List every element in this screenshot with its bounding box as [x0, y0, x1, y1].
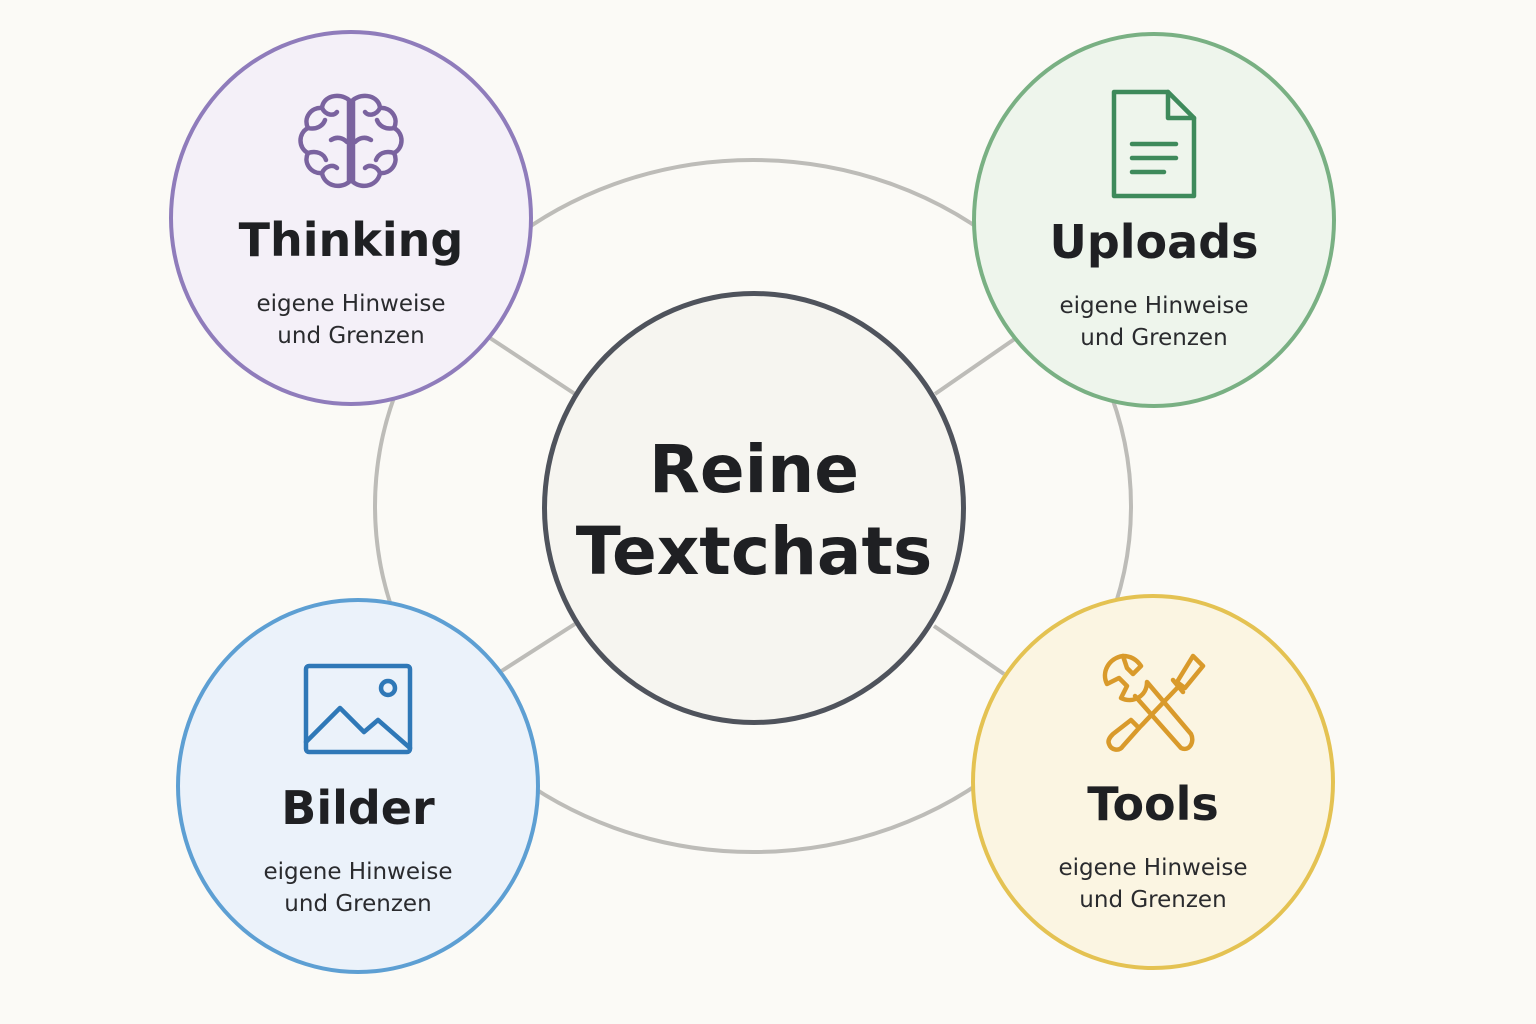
node-subtitle: eigene Hinweise und Grenzen	[263, 856, 452, 920]
center-node: Reine Textchats	[542, 291, 966, 725]
node-tools: Tools eigene Hinweise und Grenzen	[971, 594, 1335, 970]
wrench-screwdriver-icon	[1093, 646, 1213, 766]
node-title: Uploads	[1049, 215, 1259, 269]
node-subtitle-line1: eigene Hinweise	[1058, 855, 1248, 881]
node-subtitle-line1: eigene Hinweise	[1059, 293, 1249, 319]
node-subtitle-line2: und Grenzen	[277, 323, 425, 349]
node-subtitle-line2: und Grenzen	[1080, 325, 1228, 351]
node-subtitle-line2: und Grenzen	[1079, 887, 1227, 913]
node-thinking: Thinking eigene Hinweise und Grenzen	[169, 30, 533, 406]
outer-ring	[373, 158, 1133, 854]
connector-thinking	[488, 336, 577, 396]
node-subtitle-line2: und Grenzen	[284, 891, 432, 917]
node-title: Thinking	[238, 213, 464, 267]
connector-bilder	[498, 620, 580, 674]
connector-uploads	[933, 336, 1018, 396]
node-title: Bilder	[281, 781, 435, 835]
center-title-line2: Textchats	[575, 513, 933, 590]
node-title: Tools	[1087, 777, 1219, 831]
node-subtitle-line1: eigene Hinweise	[263, 859, 453, 885]
document-icon	[1094, 84, 1214, 204]
node-uploads: Uploads eigene Hinweise und Grenzen	[972, 32, 1336, 408]
node-subtitle: eigene Hinweise und Grenzen	[1059, 290, 1248, 354]
node-subtitle-line1: eigene Hinweise	[256, 291, 446, 317]
center-title: Reine Textchats	[576, 429, 933, 593]
image-icon	[298, 650, 418, 770]
brain-icon	[291, 82, 411, 202]
connector-tools	[932, 624, 1006, 676]
node-bilder: Bilder eigene Hinweise und Grenzen	[176, 598, 540, 974]
node-subtitle: eigene Hinweise und Grenzen	[256, 288, 445, 352]
node-subtitle: eigene Hinweise und Grenzen	[1058, 852, 1247, 916]
center-title-line1: Reine	[649, 431, 859, 508]
